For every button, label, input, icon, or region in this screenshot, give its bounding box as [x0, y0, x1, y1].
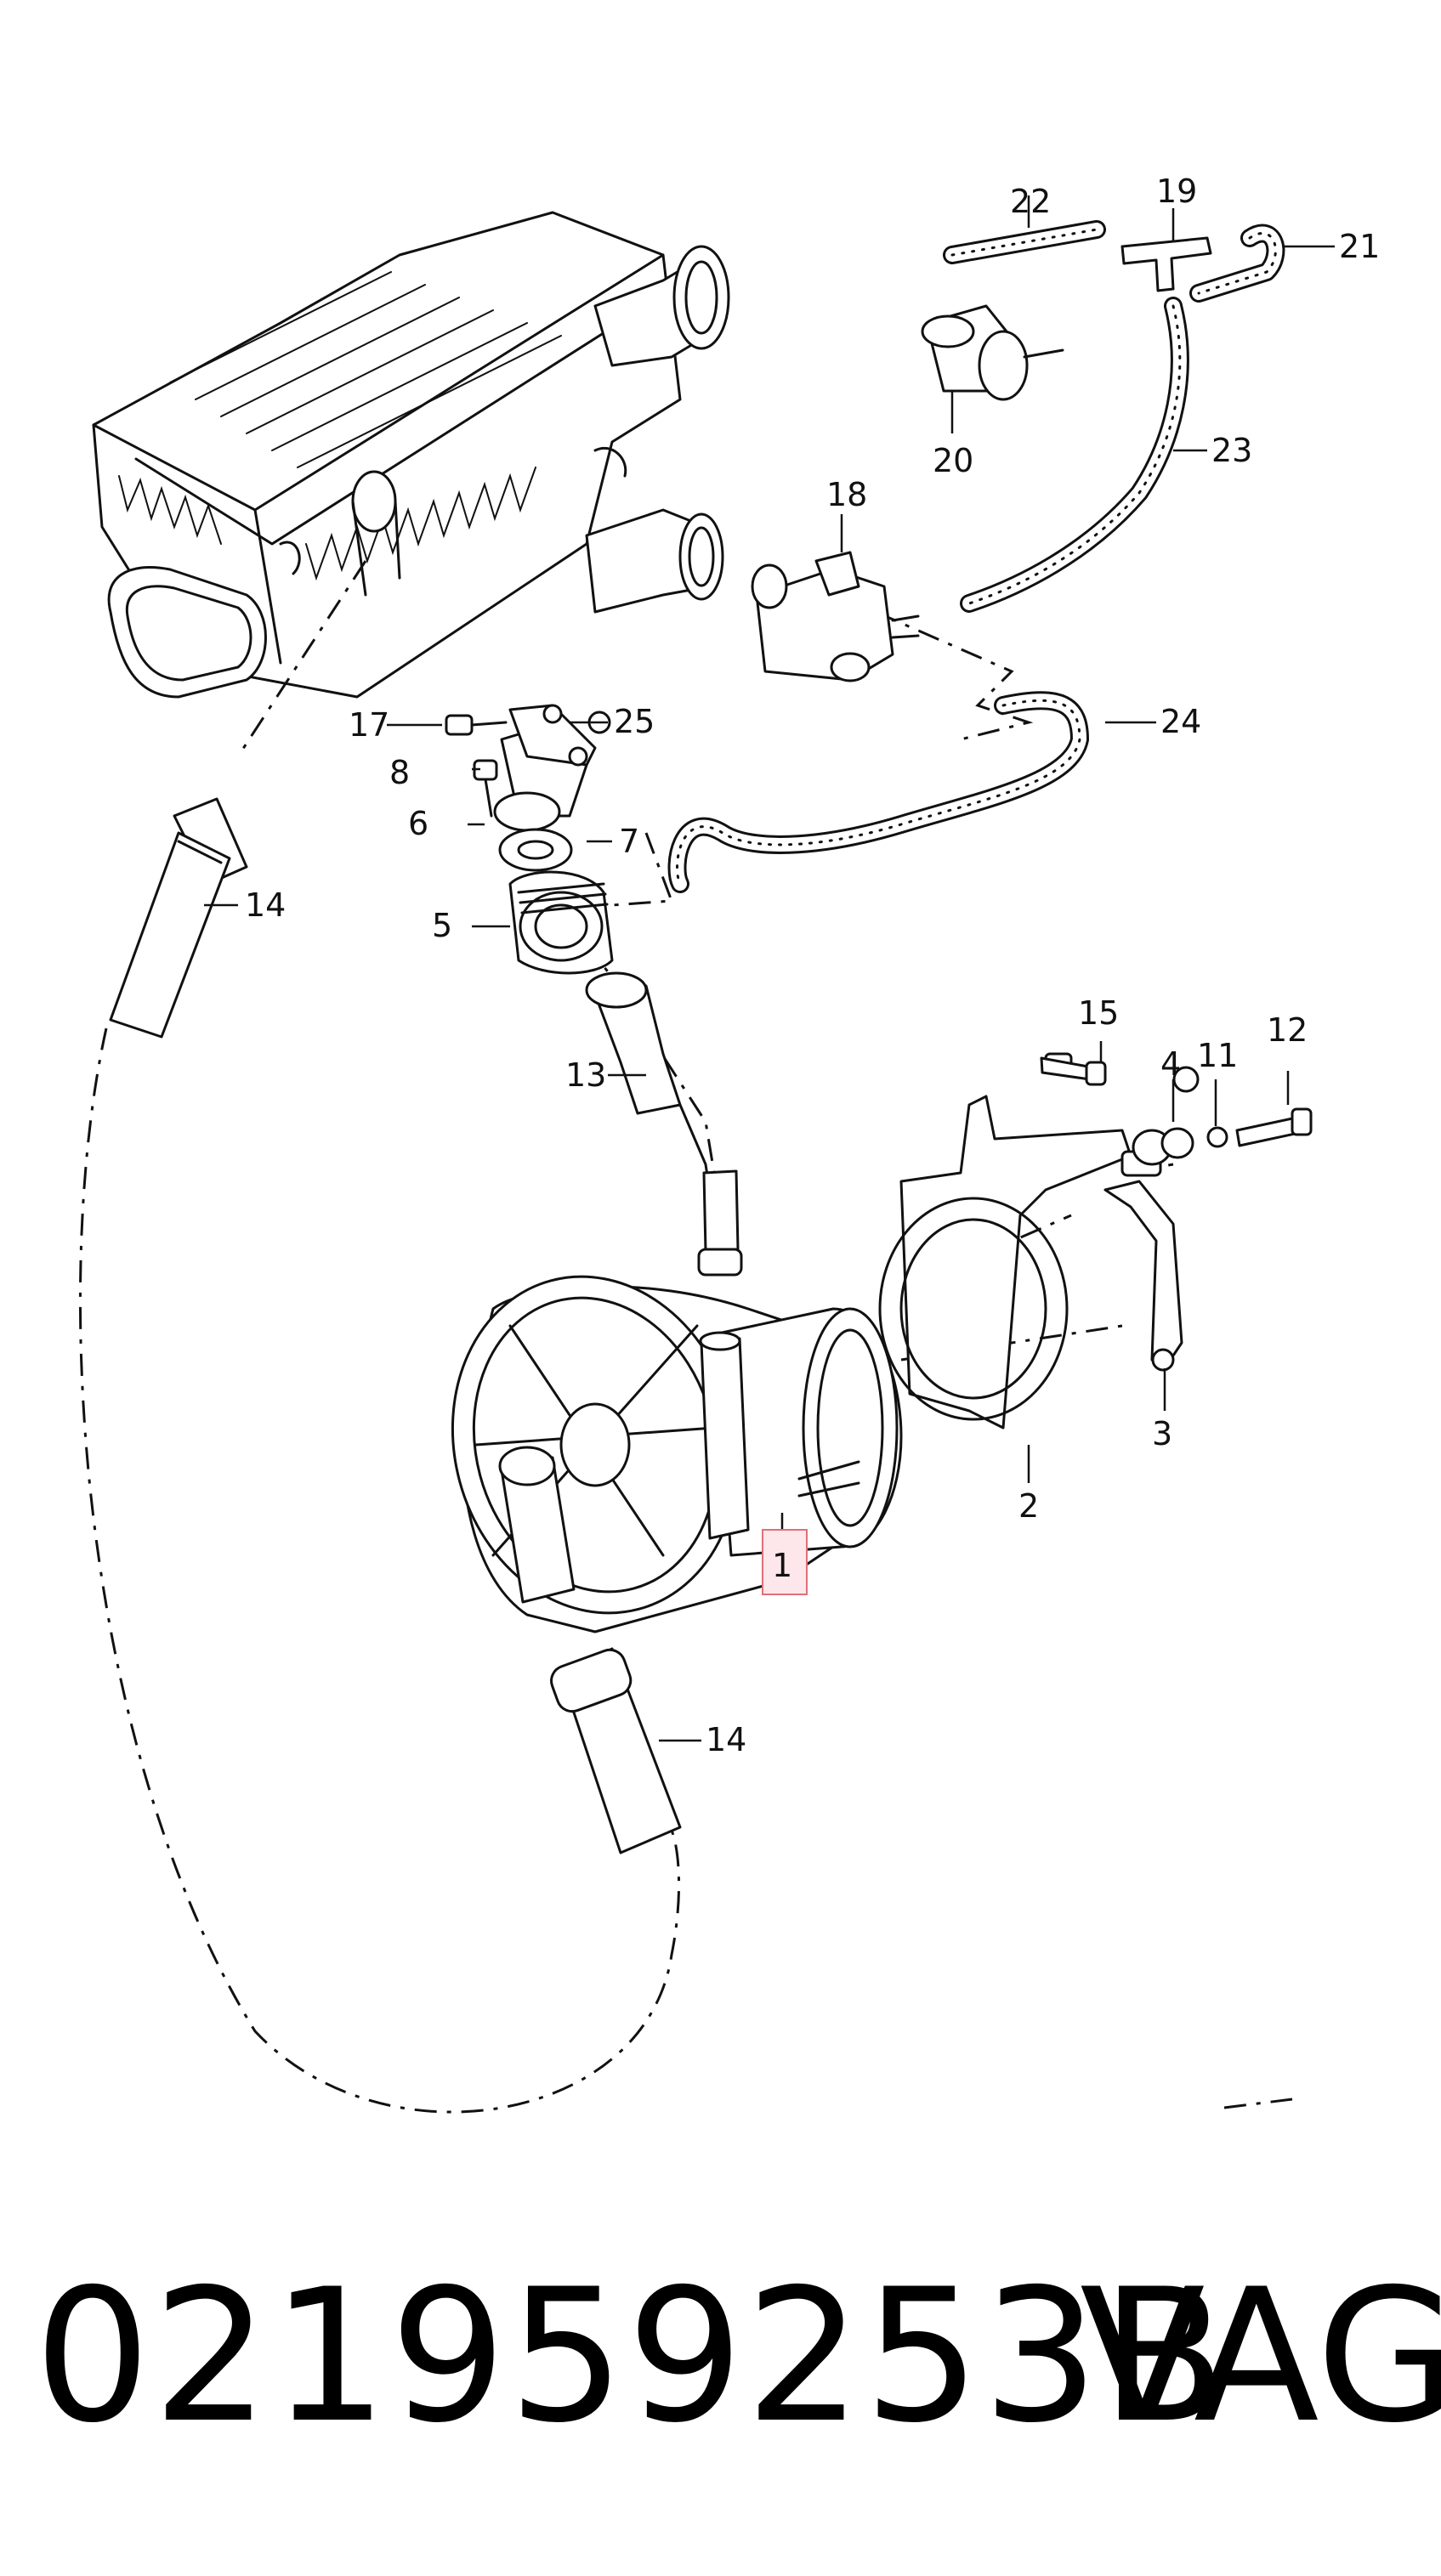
solenoid-valve-18	[751, 551, 920, 682]
callout-21: 21	[1339, 228, 1380, 265]
callout-14-upper: 14	[245, 886, 286, 924]
callout-8: 8	[389, 754, 410, 791]
callout-labels: 1 2 3 4 5 6 7 8 11 12 13 14 14 15 17 18 …	[245, 173, 1380, 1758]
t-piece-19	[1120, 236, 1212, 292]
callout-1: 1	[772, 1547, 792, 1584]
callout-1-highlight-box	[762, 1529, 808, 1595]
part-number: 021959253B	[34, 2250, 1229, 2463]
callout-23: 23	[1211, 432, 1252, 469]
secondary-air-pump	[451, 1275, 903, 1633]
callout-25: 25	[614, 703, 655, 740]
mounting-hardware	[1040, 1056, 1313, 1166]
pressure-sensor-20	[921, 304, 1064, 401]
callout-7: 7	[619, 823, 639, 860]
hose-13	[585, 971, 743, 1277]
callout-18: 18	[826, 476, 867, 513]
callout-14-lower: 14	[706, 1721, 746, 1758]
callout-12: 12	[1267, 1011, 1308, 1049]
callout-3: 3	[1152, 1415, 1172, 1452]
combi-valve-assembly	[493, 704, 614, 975]
callout-24: 24	[1160, 703, 1201, 740]
brand-name: VAG	[1080, 2250, 1441, 2463]
callout-20: 20	[933, 442, 973, 479]
callout-5: 5	[432, 907, 452, 944]
air-filter-housing	[92, 211, 730, 699]
hose-14-upper	[109, 797, 248, 1039]
callout-22: 22	[1010, 183, 1051, 220]
exploded-parts-diagram: 1 2 3 4 5 6 7 8 11 12 13 14 14 15 17 18 …	[78, 173, 1380, 2114]
leader-lines	[204, 195, 1335, 1742]
callout-4: 4	[1160, 1045, 1181, 1083]
callout-17: 17	[349, 706, 389, 744]
callout-13: 13	[565, 1056, 606, 1094]
callout-6: 6	[408, 805, 428, 842]
dotted-hoses	[667, 220, 1285, 893]
callout-19: 19	[1156, 173, 1197, 210]
gasket-and-bracket	[878, 1095, 1183, 1430]
callout-2: 2	[1018, 1487, 1039, 1525]
callout-15: 15	[1078, 994, 1119, 1032]
hose-14-lower	[550, 1647, 682, 1854]
callout-11: 11	[1197, 1037, 1238, 1074]
